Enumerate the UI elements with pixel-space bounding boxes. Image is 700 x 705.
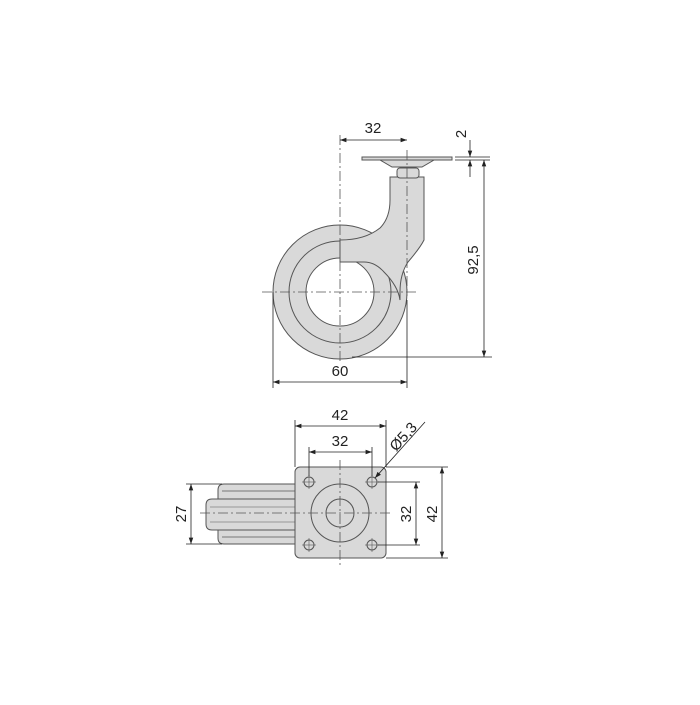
top-view: 42 32 Ø5,3 27 32 xyxy=(173,407,448,566)
caster-fork xyxy=(339,176,425,301)
dim-offset-label: 32 xyxy=(365,120,382,137)
dim-wheel-diameter-label: 60 xyxy=(332,363,349,380)
dimension-plate-thickness xyxy=(455,140,490,177)
dim-plate-height-label: 42 xyxy=(424,506,441,523)
dim-plate-thickness-label: 2 xyxy=(453,130,470,138)
dim-height-label: 92,5 xyxy=(465,245,482,274)
wheel-top xyxy=(205,483,297,545)
dimension-height xyxy=(352,160,492,358)
dimension-plate-width xyxy=(294,420,387,467)
dim-hole-spacing-y-label: 32 xyxy=(398,506,415,523)
dimension-wheel-diameter xyxy=(272,292,408,388)
mounting-plate-top xyxy=(294,466,387,559)
dimension-hole-spacing-y xyxy=(378,481,420,546)
dim-plate-width-label: 42 xyxy=(332,407,349,424)
dim-wheel-width-label: 27 xyxy=(173,506,190,523)
dimension-wheel-width xyxy=(186,483,222,545)
dim-hole-spacing-x-label: 32 xyxy=(332,433,349,450)
dim-hole-diameter-label: Ø5,3 xyxy=(386,419,420,455)
swivel-stem xyxy=(396,167,420,179)
side-view: 32 2 92,5 60 xyxy=(262,120,492,388)
dimension-hole-spacing-x xyxy=(308,447,373,476)
centerlines-top xyxy=(200,460,392,566)
dimension-hole-diameter xyxy=(374,421,426,479)
hole-crosshairs xyxy=(302,475,379,552)
dimension-plate-height xyxy=(386,466,448,559)
centerlines-side xyxy=(262,135,416,362)
